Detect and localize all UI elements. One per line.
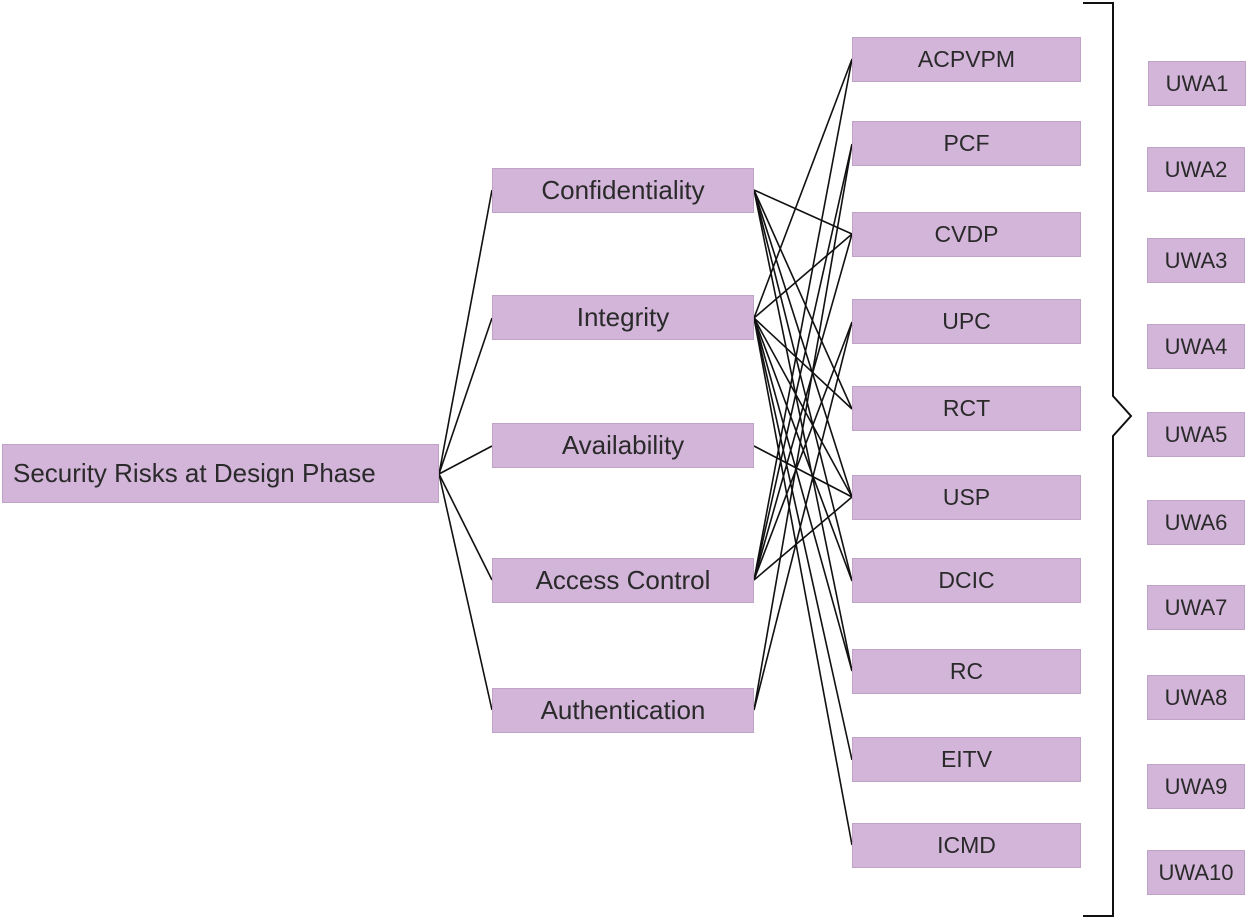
root-to-c5-line <box>438 473 493 711</box>
root-to-c1-line <box>438 189 493 475</box>
attack-uwa10: UWA10 <box>1147 850 1245 895</box>
root-to-c2-line <box>438 317 493 475</box>
c5-to-r2-line <box>753 143 853 711</box>
category-label: Confidentiality <box>541 175 705 205</box>
root-to-c4-line <box>438 473 493 581</box>
c5-to-r4-line <box>753 321 853 711</box>
attack-label: UWA5 <box>1164 421 1228 447</box>
risk-label: ICMD <box>937 832 996 858</box>
attack-uwa6: UWA6 <box>1147 500 1245 545</box>
risk-label: RC <box>949 658 984 684</box>
attack-label: UWA2 <box>1164 156 1228 182</box>
c4-to-r3-line <box>753 233 853 581</box>
category-confidentiality: Confidentiality <box>492 168 754 213</box>
c2-to-r1-line <box>753 58 853 319</box>
c2-to-r8-line <box>753 317 853 672</box>
category-label: Authentication <box>540 695 706 725</box>
attack-label: UWA9 <box>1164 773 1228 799</box>
c3-to-r6-line <box>753 445 853 498</box>
risk-cvdp: CVDP <box>852 212 1081 257</box>
attack-label: UWA4 <box>1164 333 1228 359</box>
category-integrity: Integrity <box>492 295 754 340</box>
attack-label: UWA3 <box>1164 247 1228 273</box>
risk-label: ACPVPM <box>917 46 1016 72</box>
attack-label: UWA8 <box>1164 684 1228 710</box>
risk-icmd: ICMD <box>852 823 1081 868</box>
c4-to-r6-line <box>753 496 853 581</box>
risk-rct: RCT <box>852 386 1081 431</box>
attack-uwa1: UWA1 <box>1148 61 1246 106</box>
attack-uwa7: UWA7 <box>1147 585 1245 630</box>
c4-to-r2-line <box>753 143 853 581</box>
c2-to-r10-line <box>753 317 853 846</box>
c2-to-r3-line <box>753 233 853 319</box>
attack-label: UWA10 <box>1158 859 1234 885</box>
root-node-label: Security Risks at Design Phase <box>13 458 376 488</box>
risk-dcic: DCIC <box>852 558 1081 603</box>
c1-to-r6-line <box>753 189 853 498</box>
risk-label: PCF <box>943 130 990 156</box>
c4-to-r1-line <box>753 58 853 581</box>
category-label: Availability <box>561 430 685 460</box>
attack-uwa4: UWA4 <box>1147 324 1245 369</box>
attack-uwa5: UWA5 <box>1147 412 1245 457</box>
root-node: Security Risks at Design Phase <box>2 444 439 503</box>
risk-label: USP <box>942 484 991 510</box>
category-availability: Availability <box>492 423 754 468</box>
risk-acpvpm: ACPVPM <box>852 37 1081 82</box>
risk-rc: RC <box>852 649 1081 694</box>
risk-label: RCT <box>942 395 991 421</box>
root-to-c3-line <box>438 445 493 475</box>
c4-to-r4-line <box>753 321 853 581</box>
attack-label: UWA7 <box>1164 594 1228 620</box>
risk-label: DCIC <box>938 567 995 593</box>
category-authentication: Authentication <box>492 688 754 733</box>
risk-upc: UPC <box>852 299 1081 344</box>
risk-label: UPC <box>942 308 991 334</box>
risk-label: CVDP <box>934 221 999 247</box>
grouping-brace <box>1083 2 1133 917</box>
category-access-control: Access Control <box>492 558 754 603</box>
attack-uwa8: UWA8 <box>1147 675 1245 720</box>
attack-label: UWA1 <box>1165 70 1229 96</box>
attack-uwa3: UWA3 <box>1147 238 1245 283</box>
risk-usp: USP <box>852 475 1081 520</box>
attack-uwa2: UWA2 <box>1147 147 1245 192</box>
attack-label: UWA6 <box>1164 509 1228 535</box>
c1-to-r5-line <box>753 189 853 410</box>
attack-uwa9: UWA9 <box>1147 764 1245 809</box>
c1-to-r7-line <box>753 189 853 582</box>
risk-label: EITV <box>940 746 993 772</box>
c1-to-r3-line <box>753 189 853 235</box>
category-label: Access Control <box>535 565 711 595</box>
risk-pcf: PCF <box>852 121 1081 166</box>
risk-eitv: EITV <box>852 737 1081 782</box>
category-label: Integrity <box>576 302 670 332</box>
